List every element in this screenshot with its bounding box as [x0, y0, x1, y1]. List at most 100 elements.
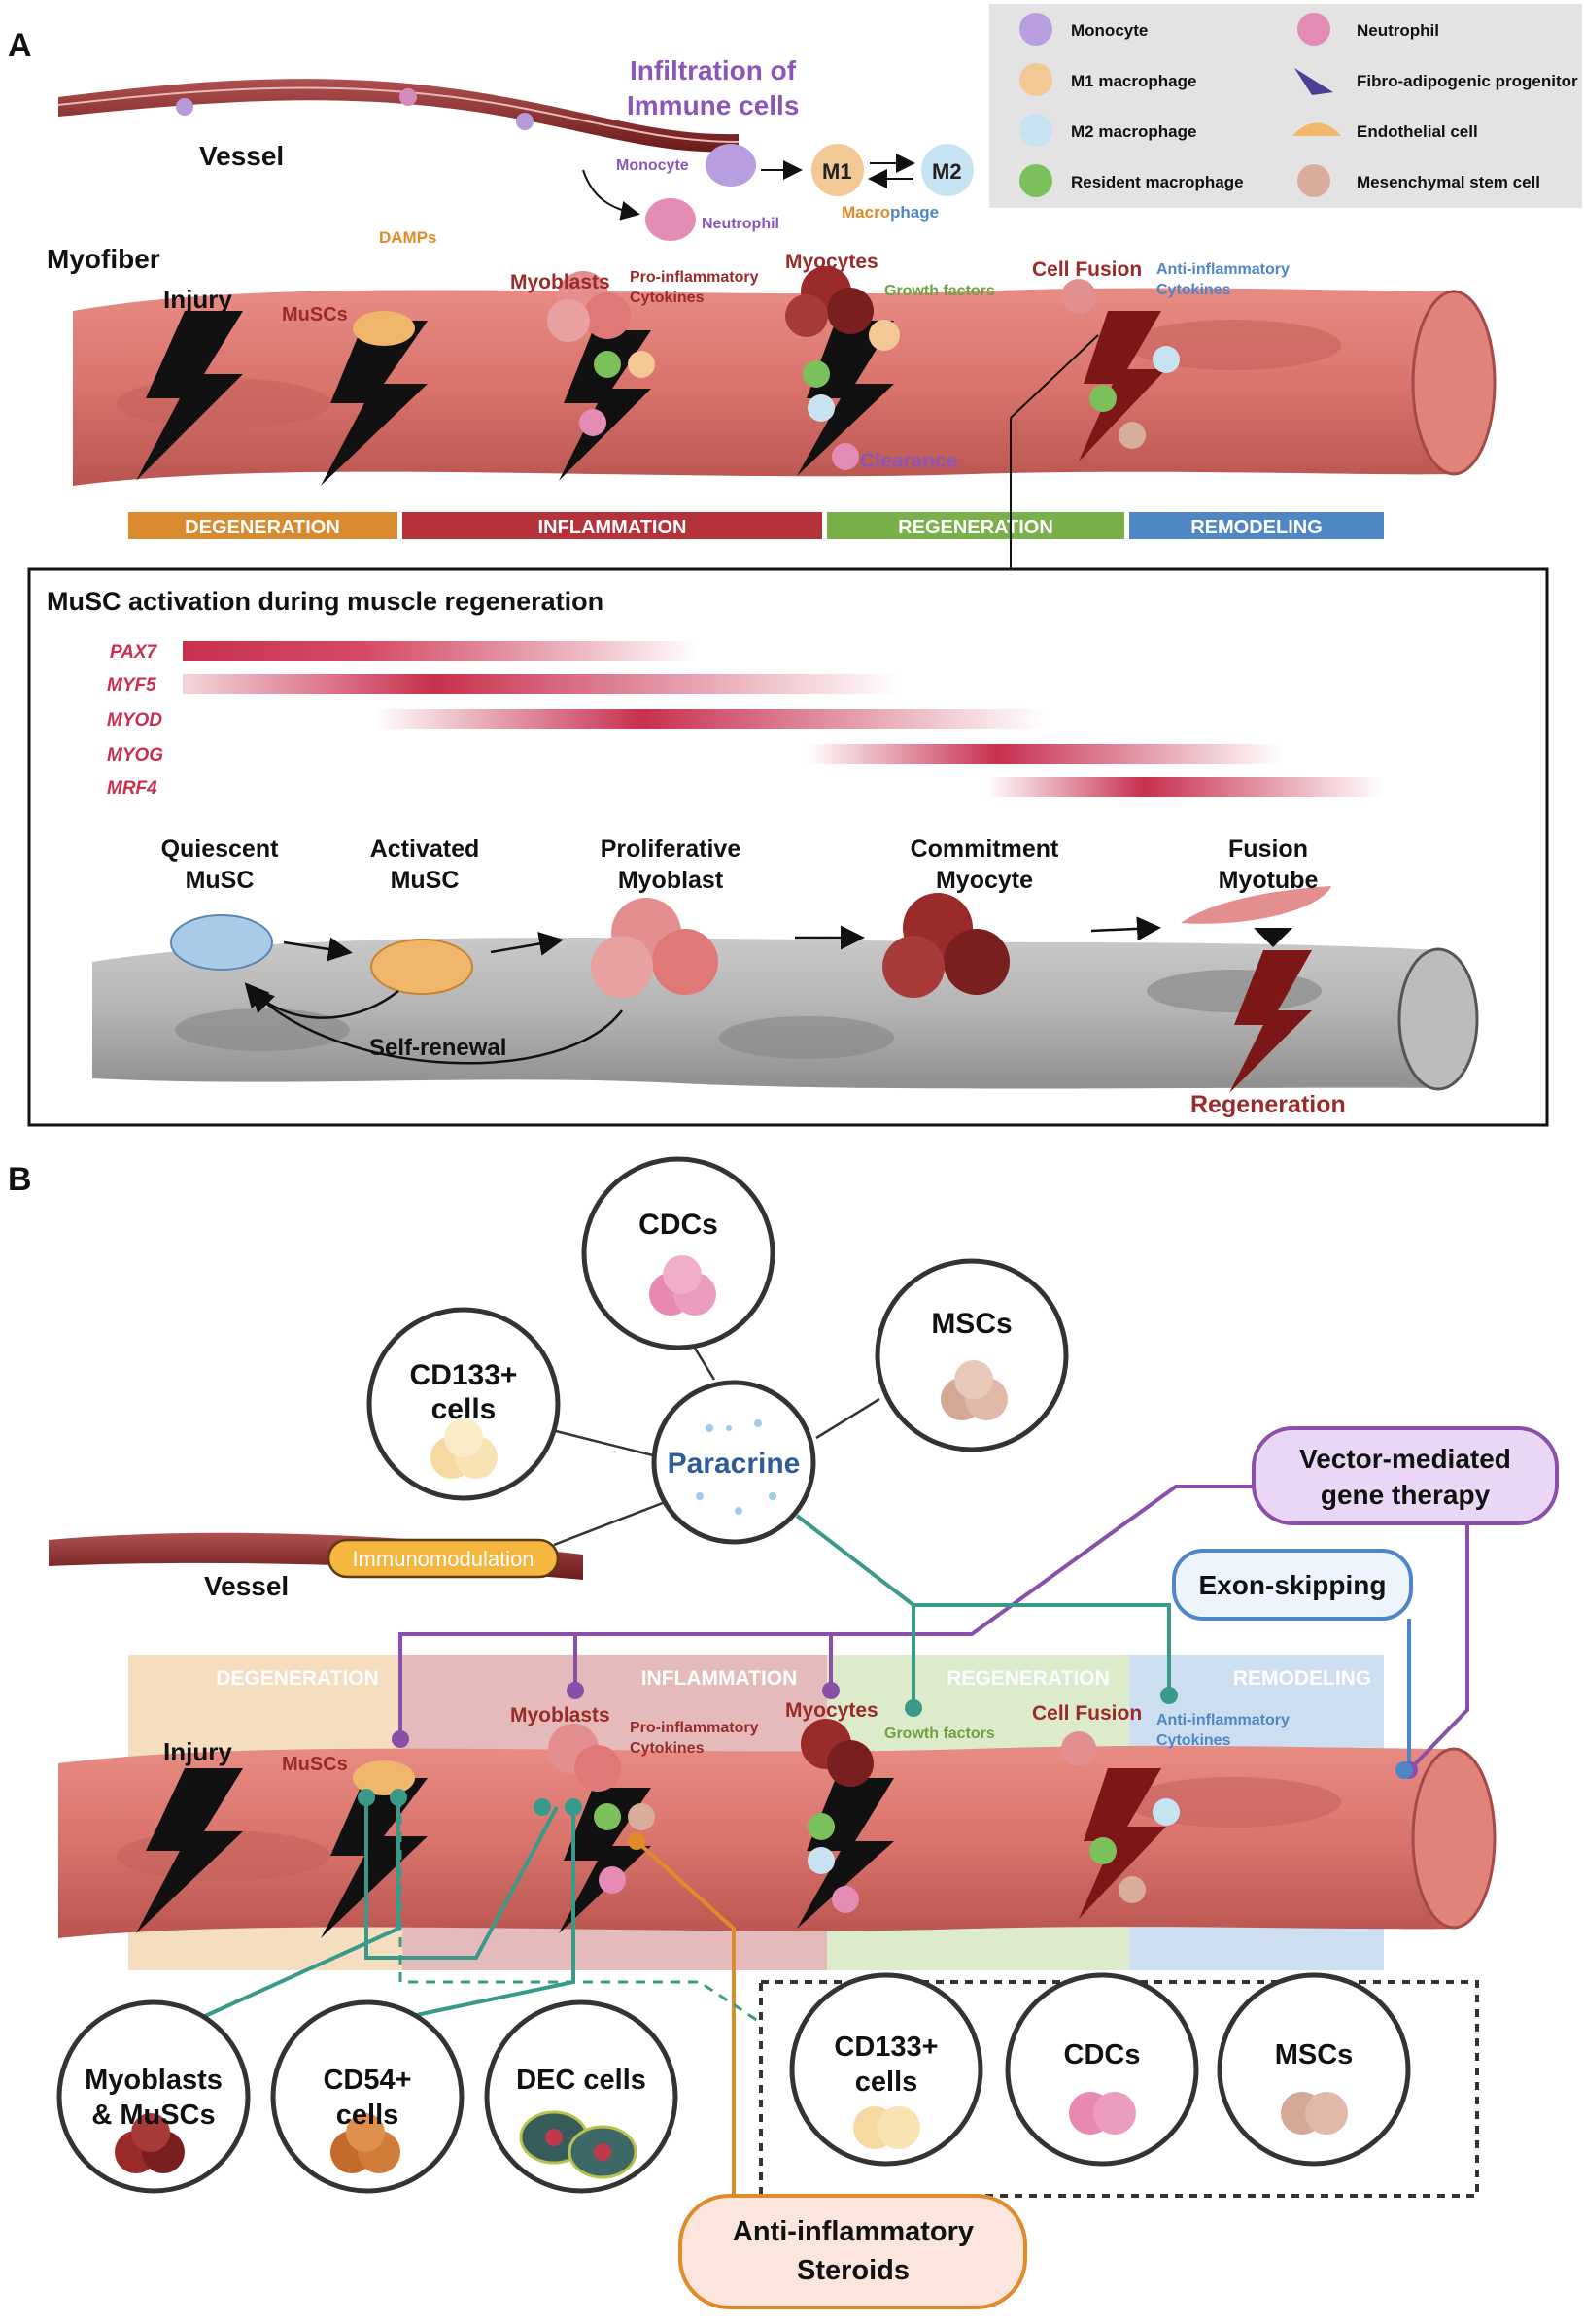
phase-label-a-1: INFLAMMATION: [538, 517, 687, 538]
quiescent-musc-icon: [170, 914, 273, 971]
msc-legend-icon: [1297, 164, 1330, 197]
legend-box: [989, 4, 1582, 208]
growth-factors-label-a: Growth factors: [884, 283, 995, 299]
cd54-label-1: CD54+: [323, 2065, 411, 2096]
legend-m2: M2 macrophage: [1071, 122, 1196, 141]
gene-label-myf5: MYF5: [107, 675, 156, 696]
m1-label: M1: [822, 159, 852, 184]
stage-3-l2: Myocyte: [936, 867, 1033, 894]
antiinflam-label-b1: Anti-inflammatory: [1156, 1712, 1290, 1728]
dec-label: DEC cells: [516, 2065, 646, 2096]
gene-expression-bars: [183, 641, 1383, 797]
legend-neutrophil: Neutrophil: [1357, 21, 1439, 40]
dotted-mscs-label: MSCs: [1275, 2039, 1354, 2070]
dotted-cd133-label-2: cells: [855, 2067, 918, 2098]
lightning-icon: [559, 1788, 651, 1933]
self-renewal-label: Self-renewal: [369, 1035, 506, 1061]
myofiber-label: Myofiber: [47, 244, 160, 274]
neutrophil-icon: [645, 198, 696, 241]
phase-remodeling-a: [1129, 512, 1384, 539]
muscs-label-b: MuSCs: [282, 1754, 348, 1775]
immunomodulation-label: Immunomodulation: [352, 1547, 534, 1571]
damps-label: DAMPs: [379, 228, 437, 247]
musc-box-title: MuSC activation during muscle regenerati…: [47, 587, 603, 616]
myoblasts-muscs-label-2: & MuSCs: [91, 2100, 215, 2131]
clearance-label: Clearance: [860, 450, 957, 472]
monocyte-icon: [706, 144, 756, 187]
proinflam-label-b2: Cytokines: [630, 1740, 705, 1757]
phase-inflammation-a: [402, 512, 822, 539]
dotted-cd133-label-1: CD133+: [834, 2032, 938, 2063]
paracrine-circle: [651, 1380, 816, 1545]
dotted-box: [759, 1980, 1479, 2198]
stage-2-l1: Proliferative: [601, 836, 741, 863]
phase-label-a-3: REMODELING: [1190, 517, 1323, 538]
cells-a: [353, 266, 1180, 470]
lightning-icon: [797, 321, 894, 476]
stage-4-l1: Fusion: [1228, 836, 1308, 863]
mscs-label: MSCs: [931, 1308, 1012, 1340]
activated-musc-icon: [370, 939, 473, 995]
antiinflam-label-b2: Cytokines: [1156, 1732, 1231, 1749]
vessel-b: [49, 1532, 583, 1580]
legend-endothelial: Endothelial cell: [1357, 122, 1478, 141]
cell-fusion-label-b: Cell Fusion: [1032, 1702, 1142, 1725]
panel-a-letter: A: [8, 27, 32, 64]
macrophage-a: Macro: [842, 203, 890, 222]
myoblasts-label-b: Myoblasts: [510, 1704, 610, 1726]
myoblasts-muscs-label-1: Myoblasts: [85, 2065, 223, 2096]
phase-label-b-3: REMODELING: [1233, 1667, 1371, 1690]
vector-label-2: gene therapy: [1321, 1480, 1491, 1510]
phase-label-b-0: DEGENERATION: [216, 1667, 379, 1690]
vessel-a: [57, 79, 740, 153]
paracrine-label: Paracrine: [668, 1448, 801, 1480]
gene-label-mrf4: MRF4: [107, 778, 157, 799]
lightning-icon: [136, 311, 243, 481]
regeneration-label: Regeneration: [1190, 1091, 1346, 1118]
legend-m1: M1 macrophage: [1071, 72, 1196, 90]
myoblasts-label-a: Myoblasts: [510, 271, 610, 293]
dotted-mscs-circle: [1217, 1972, 1411, 2167]
mscs-circle: [875, 1258, 1069, 1452]
musc-stages: [170, 886, 1331, 1093]
cdcs-circle: [581, 1156, 775, 1350]
infiltration-title-1: Infiltration of: [630, 55, 797, 85]
infiltration-diagram: [582, 144, 974, 241]
myotube-icon: [1181, 886, 1331, 924]
gene-bar-pax7: [183, 641, 698, 661]
injury-label-a: Injury: [163, 285, 232, 314]
grey-fiber-cross-section: [1397, 947, 1479, 1091]
stage-1-l1: Activated: [370, 836, 480, 863]
dotted-cd133-circle: [789, 1972, 983, 2167]
musc-activation-box: [27, 567, 1549, 1127]
lightning-icon: [321, 1778, 428, 1938]
growth-factors-label-b: Growth factors: [884, 1726, 995, 1742]
neutrophil-legend-icon: [1297, 13, 1330, 46]
resident-macrophage-legend-icon: [1019, 164, 1052, 197]
proinflam-label-a1: Pro-inflammatory: [630, 269, 759, 286]
myocytes-label-b: Myocytes: [785, 1699, 878, 1722]
fiber-cross-section: [1411, 1747, 1497, 1930]
gene-label-myog: MYOG: [107, 745, 163, 766]
steroids-label-1: Anti-inflammatory: [733, 2216, 974, 2247]
m1-legend-icon: [1019, 63, 1052, 96]
cd133-circle: [366, 1307, 561, 1501]
stage-1-l2: MuSC: [391, 867, 460, 894]
phase-regeneration-a: [827, 512, 1124, 539]
infiltration-title-2: Immune cells: [627, 90, 799, 120]
gene-label-myod: MYOD: [107, 710, 162, 731]
cd133-label-1: CD133+: [410, 1359, 518, 1391]
cdcs-label: CDCs: [638, 1209, 718, 1241]
panel-b-letter: B: [8, 1161, 32, 1198]
exon-skipping-label: Exon-skipping: [1199, 1570, 1387, 1600]
gene-bar-myf5: [183, 674, 902, 694]
connector-dots: [358, 1682, 1418, 1850]
m2-cell-icon: [921, 144, 974, 196]
gene-bar-mrf4: [986, 777, 1383, 797]
monocyte-label: Monocyte: [616, 157, 689, 174]
phase-label-a-2: REGENERATION: [898, 517, 1053, 538]
dec-circle: [484, 1999, 678, 2194]
fap-legend-icon: [1294, 68, 1333, 95]
m1-cell-icon: [811, 144, 864, 196]
